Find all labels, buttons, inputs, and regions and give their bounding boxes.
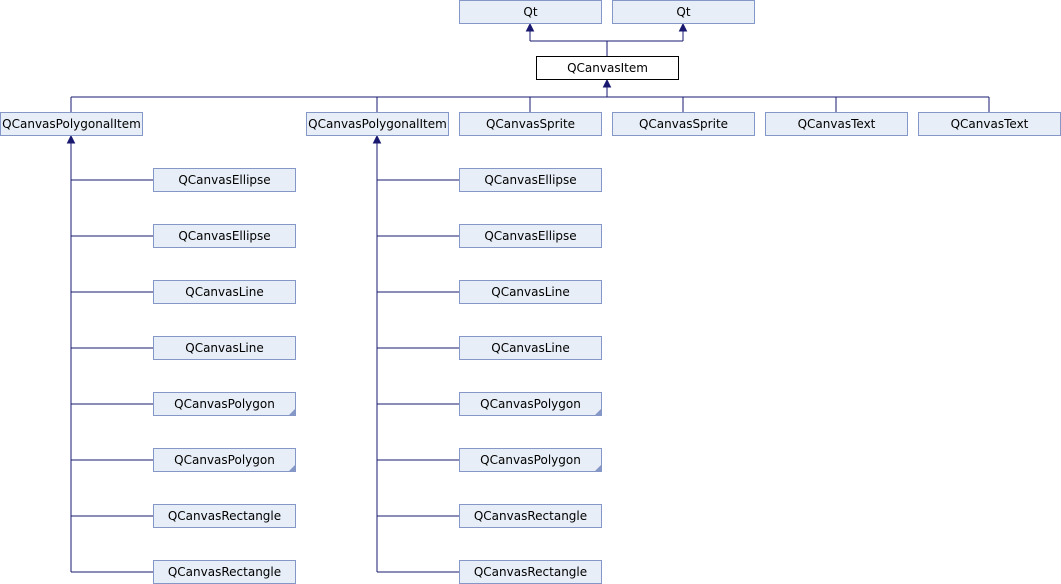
node-label: QCanvasLine [185,341,264,355]
node-qcanvaspolygon-2a[interactable]: QCanvasPolygon [459,392,602,416]
node-label: QCanvasPolygonalItem [2,117,141,131]
arrow-to-canvas-item [602,78,612,88]
node-qcanvasline-2b[interactable]: QCanvasLine [459,336,602,360]
node-qcanvassprite-2[interactable]: QCanvasSprite [612,112,755,136]
node-qcanvasellipse-2a[interactable]: QCanvasEllipse [459,168,602,192]
node-label: QCanvasPolygon [174,453,275,467]
node-label: QCanvasPolygonalItem [308,117,447,131]
node-qcanvasellipse-1a[interactable]: QCanvasEllipse [153,168,296,192]
node-label: QCanvasText [798,117,876,131]
node-qcanvasline-1b[interactable]: QCanvasLine [153,336,296,360]
node-label: QCanvasLine [491,285,570,299]
node-label: QCanvasEllipse [484,229,576,243]
corner-marker [289,465,295,471]
arrow-to-polygonal-1 [66,134,76,144]
node-qt-2[interactable]: Qt [612,0,755,24]
node-label: QCanvasEllipse [178,173,270,187]
node-label: QCanvasPolygon [480,397,581,411]
edges [66,22,990,573]
node-label: Qt [676,5,690,19]
corner-marker [595,409,601,415]
corner-marker [289,409,295,415]
node-label: QCanvasPolygon [480,453,581,467]
node-label: Qt [523,5,537,19]
node-label: QCanvasRectangle [474,565,587,579]
node-label: QCanvasEllipse [484,173,576,187]
node-qcanvasellipse-1b[interactable]: QCanvasEllipse [153,224,296,248]
node-label: QCanvasPolygon [174,397,275,411]
node-qt-1[interactable]: Qt [459,0,602,24]
arrow-to-qt-1 [525,22,535,32]
corner-marker [595,465,601,471]
node-qcanvasline-2a[interactable]: QCanvasLine [459,280,602,304]
node-label: QCanvasRectangle [168,565,281,579]
node-qcanvaspolygonalitem-2[interactable]: QCanvasPolygonalItem [306,112,449,136]
node-label: QCanvasSprite [486,117,575,131]
arrow-to-qt-2 [678,22,688,32]
node-label: QCanvasLine [185,285,264,299]
node-label: QCanvasSprite [639,117,728,131]
node-label: QCanvasRectangle [474,509,587,523]
node-qcanvassprite-1[interactable]: QCanvasSprite [459,112,602,136]
node-qcanvasrectangle-2b[interactable]: QCanvasRectangle [459,560,602,584]
node-label: QCanvasRectangle [168,509,281,523]
node-qcanvastext-2[interactable]: QCanvasText [918,112,1061,136]
node-qcanvaspolygon-2b[interactable]: QCanvasPolygon [459,448,602,472]
node-label: QCanvasText [951,117,1029,131]
node-qcanvasrectangle-1b[interactable]: QCanvasRectangle [153,560,296,584]
node-qcanvastext-1[interactable]: QCanvasText [765,112,908,136]
node-qcanvaspolygon-1b[interactable]: QCanvasPolygon [153,448,296,472]
node-label: QCanvasEllipse [178,229,270,243]
node-label: QCanvasItem [567,61,648,75]
node-qcanvasline-1a[interactable]: QCanvasLine [153,280,296,304]
node-qcanvasellipse-2b[interactable]: QCanvasEllipse [459,224,602,248]
node-qcanvasitem[interactable]: QCanvasItem [536,56,679,80]
node-qcanvaspolygon-1a[interactable]: QCanvasPolygon [153,392,296,416]
node-qcanvaspolygonalitem-1[interactable]: QCanvasPolygonalItem [0,112,143,136]
arrow-to-polygonal-2 [372,134,382,144]
node-qcanvasrectangle-2a[interactable]: QCanvasRectangle [459,504,602,528]
node-qcanvasrectangle-1a[interactable]: QCanvasRectangle [153,504,296,528]
node-label: QCanvasLine [491,341,570,355]
